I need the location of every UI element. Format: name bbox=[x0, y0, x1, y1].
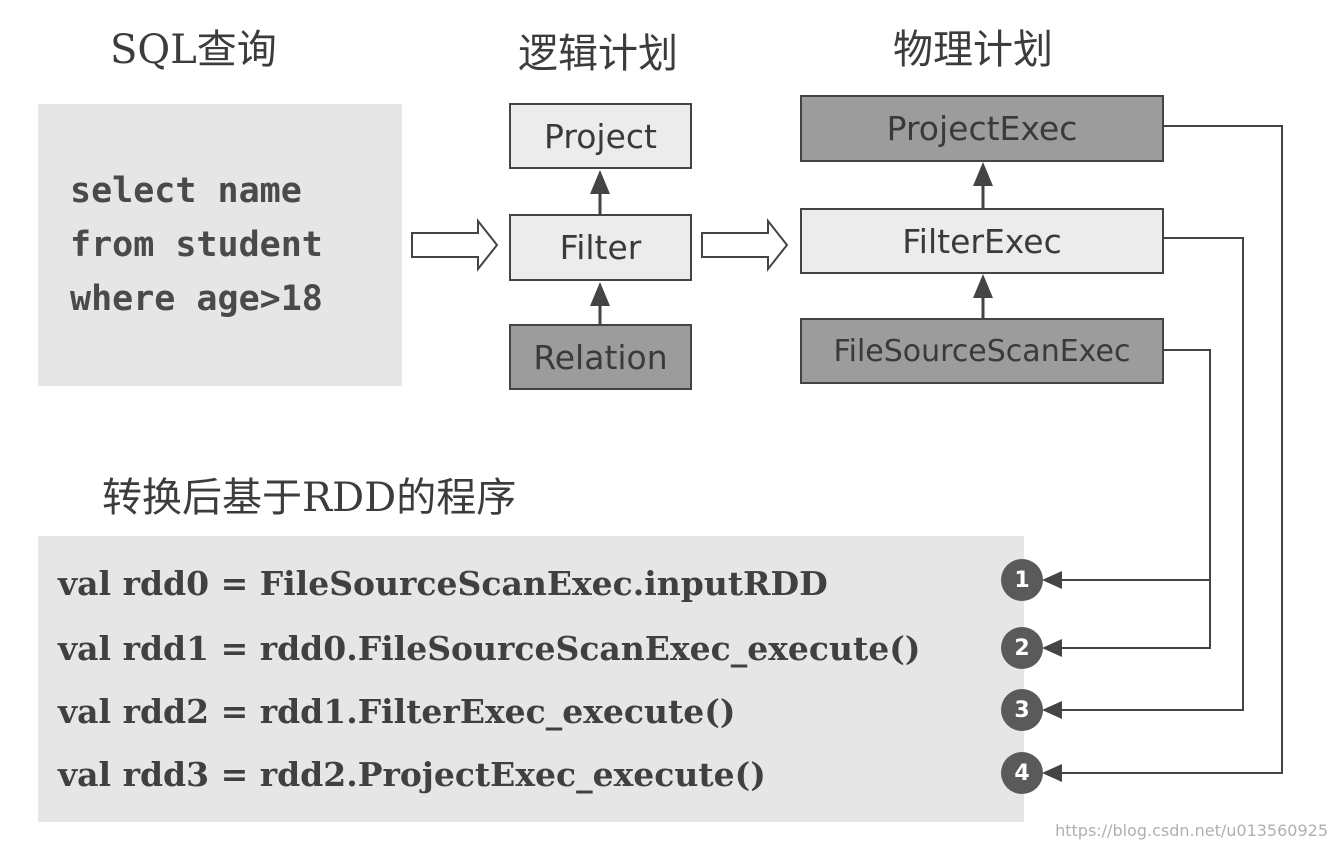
sql-query-panel: select name from student where age>18 bbox=[38, 104, 402, 386]
connector-projectexec-to-badge-4 bbox=[1048, 125, 1283, 774]
logical-arrow-relation-to-filter bbox=[590, 282, 610, 324]
physical-node-projectexec: ProjectExec bbox=[800, 95, 1164, 162]
connector-filterexec-to-badge-3 bbox=[1048, 237, 1244, 711]
rdd-code-line: val rdd1 = rdd0.FileSourceScanExec_execu… bbox=[58, 629, 921, 668]
watermark-url: https://blog.csdn.net/u013560925 bbox=[1055, 821, 1328, 840]
logical-node-relation: Relation bbox=[509, 324, 692, 390]
sql-line: select name bbox=[70, 171, 302, 211]
physical-node-filesourcescanexec: FileSourceScanExec bbox=[800, 318, 1164, 384]
physical-arrow-filterexec-to-projectexec bbox=[973, 162, 993, 208]
step-badge-4: 4 bbox=[1001, 752, 1043, 794]
block-arrow-sql-to-logical bbox=[411, 218, 499, 272]
sql-query-heading: SQL查询 bbox=[110, 27, 277, 73]
rdd-code-line: val rdd0 = FileSourceScanExec.inputRDD bbox=[58, 564, 828, 603]
physical-node-filterexec: FilterExec bbox=[800, 208, 1164, 274]
rdd-program-panel bbox=[38, 536, 1024, 822]
sql-line: where age>18 bbox=[70, 279, 323, 319]
rdd-code-line: val rdd3 = rdd2.ProjectExec_execute() bbox=[58, 755, 766, 794]
step-badge-1: 1 bbox=[1001, 559, 1043, 601]
step-badge-2: 2 bbox=[1001, 627, 1043, 669]
connector-scan-to-badges-1-2 bbox=[1048, 349, 1211, 649]
logical-arrow-filter-to-project bbox=[590, 170, 610, 214]
logical-node-project: Project bbox=[509, 103, 692, 169]
sql-line: from student bbox=[70, 225, 323, 265]
rdd-code-line: val rdd2 = rdd1.FilterExec_execute() bbox=[58, 692, 736, 731]
physical-plan-heading: 物理计划 bbox=[893, 27, 1053, 73]
step-badge-3: 3 bbox=[1001, 689, 1043, 731]
block-arrow-logical-to-physical bbox=[701, 218, 789, 272]
rdd-program-heading: 转换后基于RDD的程序 bbox=[102, 475, 517, 521]
physical-arrow-scan-to-filterexec bbox=[973, 274, 993, 318]
logical-node-filter: Filter bbox=[509, 214, 692, 281]
logical-plan-heading: 逻辑计划 bbox=[518, 31, 678, 77]
